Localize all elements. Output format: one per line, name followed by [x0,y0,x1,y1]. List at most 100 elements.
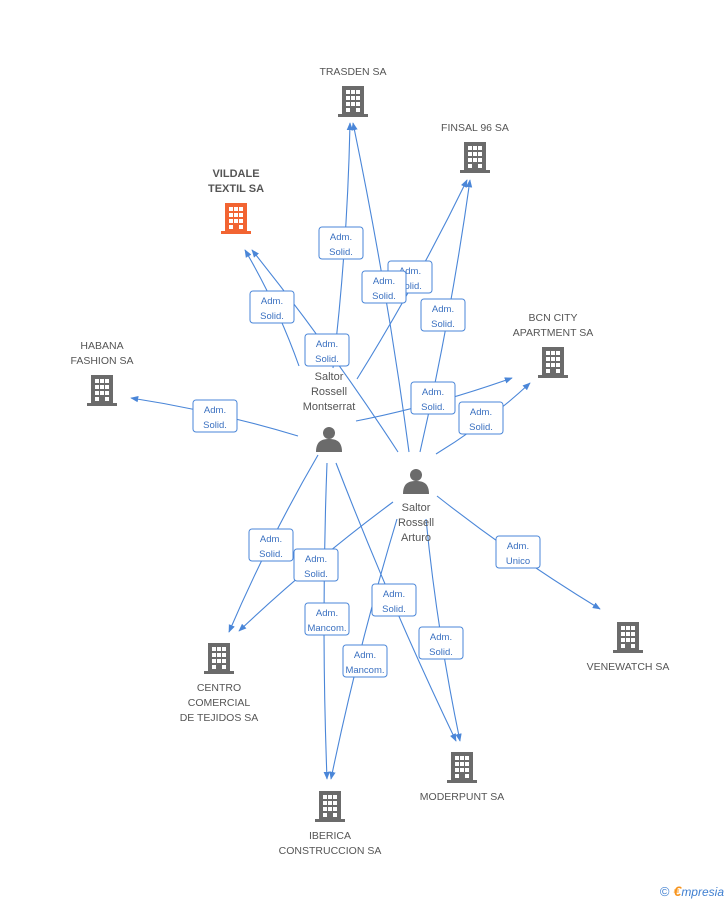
edge-label-box [495,535,541,569]
company-name-text: HABANA [80,340,123,352]
edge-role-text: Adm. [316,608,338,619]
building-icon [447,752,477,783]
edge-label-montserrat-trasden[interactable]: Adm.Solid. [318,226,364,260]
edge-role-text: Adm. [260,534,282,545]
company-name-text: APARTMENT SA [513,327,594,339]
edge-role-text: Adm. [422,387,444,398]
company-node-moderpunt[interactable]: MODERPUNT SA [420,752,504,803]
edge-label-arturo-moderpunt[interactable]: Adm. Solid. [418,626,464,660]
company-node-bcn[interactable]: BCN CITY APARTMENT SA [513,312,594,378]
edge-role-text: Adm. [430,632,452,643]
edge-label-arturo-centro[interactable]: Adm. Solid. [293,548,339,582]
person-name-text: Montserrat [303,401,356,413]
edge-label-montserrat-iberica[interactable]: Adm. Mancom. [304,602,350,636]
edge-label-box [371,583,417,617]
person-icon [403,469,429,494]
edge-role-text: Adm. [373,276,395,287]
edge-role-text: Solid. [398,281,422,292]
person-icon [316,427,342,452]
edge-label-box [192,399,238,433]
edge-label-box [304,333,350,367]
company-node-centro[interactable]: CENTRO COMERCIAL DE TEJIDOS SA [180,643,259,724]
building-icon [87,375,117,406]
nodes-layer: TRASDEN SA FINSAL 96 SA VILDALE TEXTIL SA HA… [70,66,669,857]
company-name-text: FINSAL 96 SA [441,122,509,134]
edge-label-montserrat-moderpunt[interactable]: Adm.Solid. [371,583,417,617]
company-name-text: VILDALE [212,168,259,180]
edge-role-text: Solid. [203,420,227,431]
person-name-text: Saltor [315,371,344,383]
company-name-text: CENTRO [197,682,241,694]
edge-role-text: Adm. [316,339,338,350]
edge-role-text: Adm. [432,304,454,315]
edge-role-text: Adm. [204,405,226,416]
edge-role-text: Adm. [261,296,283,307]
company-node-venewatch[interactable]: VENEWATCH SA [587,622,670,673]
company-node-finsal[interactable]: FINSAL 96 SA [441,122,509,173]
edge-role-text: Adm. [470,407,492,418]
company-name-text: TEXTIL SA [208,183,264,195]
edge-role-text: Adm. [305,554,327,565]
company-name-text: VENEWATCH SA [587,661,670,673]
edge-role-text: Solid. [469,422,493,433]
edge-label-box [342,644,388,678]
edge-label-arturo-venewatch[interactable]: Adm. Unico [495,535,541,569]
edge-label-arturo-bcn[interactable]: Adm. Solid. [458,401,504,435]
company-name-text: IBERICA [309,830,351,842]
edge-label-arturo-vildale[interactable]: Adm. Solid. [304,333,350,367]
person-name-text: Arturo [401,532,431,544]
edge-role-text: Solid. [372,291,396,302]
building-icon [538,347,568,378]
company-name-text: FASHION SA [70,355,133,367]
edge-role-text: Solid. [315,354,339,365]
edge-label-arturo-trasden[interactable]: Adm. Solid. [361,270,407,304]
edge-role-text: Solid. [431,319,455,330]
company-node-habana[interactable]: HABANA FASHION SA [70,340,134,406]
edge-label-montserrat-habana[interactable]: Adm. Solid. [192,399,238,433]
edge-label-arturo-iberica[interactable]: Adm.Mancom. [342,644,388,678]
company-name-text: TRASDEN SA [319,66,386,78]
edge-label-box [458,401,504,435]
edge-label-arturo-finsal[interactable]: Adm. Solid. [420,298,466,332]
company-node-trasden[interactable]: TRASDEN SA [319,66,387,117]
company-name-text: BCN CITY [528,312,577,324]
edge-label-box [248,528,294,562]
edge-role-text: Adm. [507,541,529,552]
edge-role-text: Solid. [329,247,353,258]
brand-name: mpresia [681,885,724,899]
person-name-text: Rossell [311,386,347,398]
edge-role-text: Solid. [421,402,445,413]
edge-label-box [418,626,464,660]
edge-label-box [249,290,295,324]
edge-label-montserrat-centro[interactable]: Adm. Solid. [248,528,294,562]
edge-label-montserrat-vildale[interactable]: Adm. Solid. [249,290,295,324]
edge-role-text: Solid. [260,311,284,322]
building-icon [221,203,251,234]
edge-labels-layer: Adm.Solid.Adm.Solid.Adm.Solid.Adm.Solid.… [192,226,541,678]
edge-label-box [410,381,456,415]
edge-label-box [361,270,407,304]
company-node-vildale[interactable]: VILDALE TEXTIL SA [208,168,264,234]
edge-role-text: Solid. [429,647,453,658]
edge-role-text: Solid. [382,604,406,615]
company-name-text: DE TEJIDOS SA [180,712,259,724]
building-icon [460,142,490,173]
edge-label-box [420,298,466,332]
edge-role-text: Mancom. [307,623,346,634]
edge-role-text: Solid. [304,569,328,580]
edge-role-text: Solid. [259,549,283,560]
copyright-symbol: © [659,884,670,899]
person-name-text: Saltor [402,502,431,514]
building-icon [613,622,643,653]
edge-role-text: Unico [506,556,530,567]
empresia-brand[interactable]: ©€mpresia [660,883,724,899]
edge-role-text: Adm. [354,650,376,661]
building-icon [338,86,368,117]
brand-initial: € [673,883,682,899]
edge-label-montserrat-bcn[interactable]: Adm. Solid. [410,381,456,415]
company-name-text: COMERCIAL [188,697,251,709]
